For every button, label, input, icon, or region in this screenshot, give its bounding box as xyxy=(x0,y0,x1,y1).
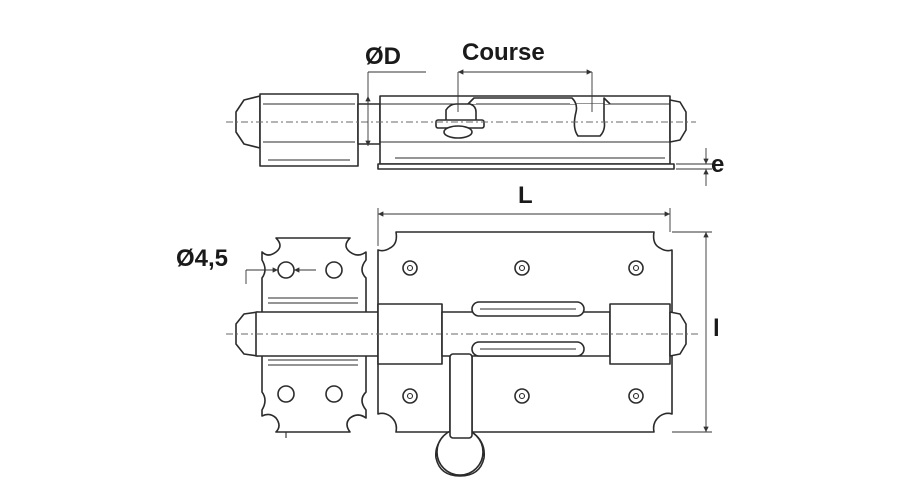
plate-hole-5 xyxy=(514,388,530,404)
keeper-hole-bottom-left xyxy=(277,385,295,403)
side-bolt-rod xyxy=(357,103,381,145)
side-slot xyxy=(467,97,611,137)
side-view xyxy=(226,93,696,170)
front-handle xyxy=(434,353,486,477)
thickness-dimension: e xyxy=(676,148,724,186)
length-label: L xyxy=(518,182,533,209)
plate-hole-4 xyxy=(402,388,418,404)
plate-hole-2 xyxy=(514,260,530,276)
course-dimension: Course xyxy=(457,39,593,112)
side-base-plate xyxy=(377,163,675,170)
side-handle xyxy=(445,103,477,123)
side-main-body xyxy=(379,95,671,165)
side-keeper xyxy=(259,93,359,167)
front-bolt xyxy=(226,301,698,365)
keeper-hole-top-right xyxy=(325,261,343,279)
width-label: l xyxy=(713,315,720,342)
hole-dimension: Ø4,5 xyxy=(176,245,316,284)
hole-diameter-label: Ø4,5 xyxy=(176,245,228,272)
diameter-label: ØD xyxy=(365,43,401,70)
side-bolt-right-tip xyxy=(669,99,687,143)
plate-hole-6 xyxy=(628,388,644,404)
plate-hole-1 xyxy=(402,260,418,276)
diameter-dimension: ØD xyxy=(365,43,426,146)
length-dimension: L xyxy=(377,182,671,246)
keeper-hole-bottom-right xyxy=(325,385,343,403)
course-label: Course xyxy=(462,39,545,66)
keeper-hole-top-left xyxy=(277,261,295,279)
thickness-label: e xyxy=(711,151,724,178)
plate-hole-3 xyxy=(628,260,644,276)
width-dimension: l xyxy=(672,231,720,433)
handle-lever xyxy=(449,353,473,439)
